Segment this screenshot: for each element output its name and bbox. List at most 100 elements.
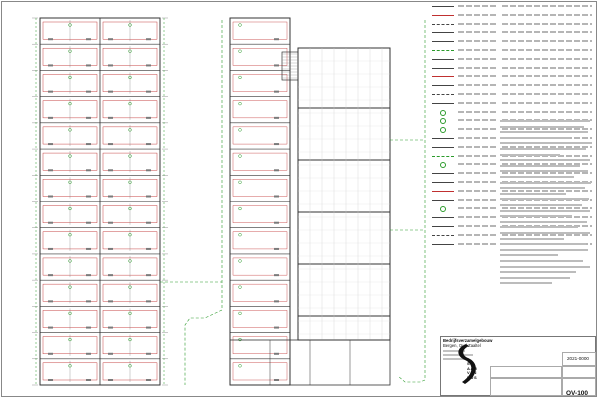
detector-symbol	[48, 379, 53, 381]
detector-symbol	[146, 116, 151, 119]
detector-symbol	[48, 326, 53, 329]
detector-symbol	[108, 300, 113, 303]
note-line	[500, 164, 580, 167]
detector-symbol	[86, 38, 91, 41]
title-block-cell	[562, 366, 596, 378]
detector-symbol	[108, 326, 113, 329]
installation-outline	[232, 257, 288, 276]
legend-row	[432, 4, 597, 10]
legend-label-placeholder	[458, 5, 496, 7]
title-block: Bedrijfsverzamelgebouw Bergen, Oud-Zaalt…	[440, 336, 596, 396]
detector-symbol	[146, 64, 151, 67]
detector-symbol	[146, 326, 151, 329]
note-line	[500, 237, 564, 240]
legend-label-placeholder	[458, 22, 496, 25]
installation-outline	[232, 126, 288, 145]
note-line	[500, 125, 584, 128]
project-name: Bedrijfsverzamelgebouw	[443, 338, 493, 343]
note-line	[500, 170, 588, 173]
legend-description-placeholder	[502, 225, 592, 227]
detector-symbol	[146, 195, 151, 198]
detector-symbol	[48, 221, 53, 224]
installation-outline	[232, 310, 288, 328]
detector-symbol	[146, 169, 151, 172]
legend-symbol	[432, 6, 454, 7]
legend-description-placeholder	[502, 101, 592, 104]
floor-plan-left	[32, 17, 168, 386]
installation-outline	[232, 336, 288, 354]
legend-label-placeholder	[458, 198, 496, 201]
detector-symbol	[108, 195, 113, 198]
fixture-symbol	[238, 75, 242, 80]
note-line	[500, 215, 572, 218]
detector-symbol	[86, 274, 91, 277]
legend-description-placeholder	[502, 207, 592, 210]
legend-symbol	[432, 67, 454, 69]
legend-symbol	[432, 76, 454, 78]
fixture-symbol	[128, 206, 132, 211]
fixture-symbol	[238, 364, 242, 368]
installation-outline	[232, 205, 288, 223]
fixture-symbol	[68, 206, 72, 211]
legend-description-placeholder	[502, 66, 592, 69]
fixture-symbol	[128, 259, 132, 263]
legend-label-placeholder	[458, 84, 496, 87]
note-line	[500, 265, 590, 268]
fixture-symbol	[68, 101, 72, 106]
legend-symbol	[432, 146, 454, 148]
legend-label-placeholder	[458, 31, 496, 34]
fixture-symbol	[68, 285, 72, 289]
detector-symbol	[48, 247, 53, 250]
fixture-symbol	[128, 364, 132, 368]
legend-label-placeholder	[458, 49, 496, 51]
legend-row	[432, 109, 597, 116]
note-line	[500, 204, 582, 206]
legend-label-placeholder	[458, 93, 496, 95]
fixture-symbol	[238, 311, 242, 316]
detector-symbol	[86, 352, 91, 355]
legend-symbol	[432, 50, 454, 51]
note-line	[500, 187, 585, 190]
logo-text-line: BUS	[467, 374, 478, 380]
note-line	[500, 271, 576, 274]
installation-outline	[232, 179, 288, 197]
detector-symbol	[146, 38, 151, 41]
detector-symbol	[146, 90, 151, 93]
detector-symbol	[48, 352, 53, 355]
legend-row	[432, 22, 597, 28]
note-line	[500, 159, 590, 162]
legend-row	[432, 145, 597, 151]
fixture-symbol	[128, 285, 132, 289]
detector-symbol	[86, 300, 91, 303]
legend-symbol	[440, 206, 446, 213]
site-boundary	[184, 20, 223, 385]
note-line	[500, 176, 574, 178]
legend-symbol	[432, 14, 454, 16]
note-line	[500, 248, 588, 251]
detector-symbol	[86, 247, 91, 250]
detector-symbol	[274, 247, 279, 250]
fixture-symbol	[238, 101, 242, 106]
note-line	[500, 232, 590, 234]
fixture-symbol	[238, 154, 242, 158]
legend-symbol	[432, 32, 454, 34]
legend-row	[432, 57, 597, 63]
fixture-symbol	[128, 337, 132, 342]
legend-label-placeholder	[458, 57, 496, 60]
detector-symbol	[48, 169, 53, 172]
detector-symbol	[108, 274, 113, 277]
legend-symbol	[440, 162, 446, 169]
installation-outline	[232, 283, 288, 302]
legend-row	[432, 39, 597, 45]
fixture-symbol	[128, 101, 132, 106]
fixture-symbol	[68, 337, 72, 342]
legend-symbol	[432, 226, 454, 227]
detector-symbol	[48, 64, 53, 67]
detector-symbol	[274, 38, 279, 41]
note-line	[500, 282, 552, 285]
fixture-symbol	[128, 49, 132, 53]
legend-symbol	[432, 199, 454, 201]
note-line	[500, 243, 586, 246]
drawing-number: 2021-0000	[567, 356, 589, 361]
